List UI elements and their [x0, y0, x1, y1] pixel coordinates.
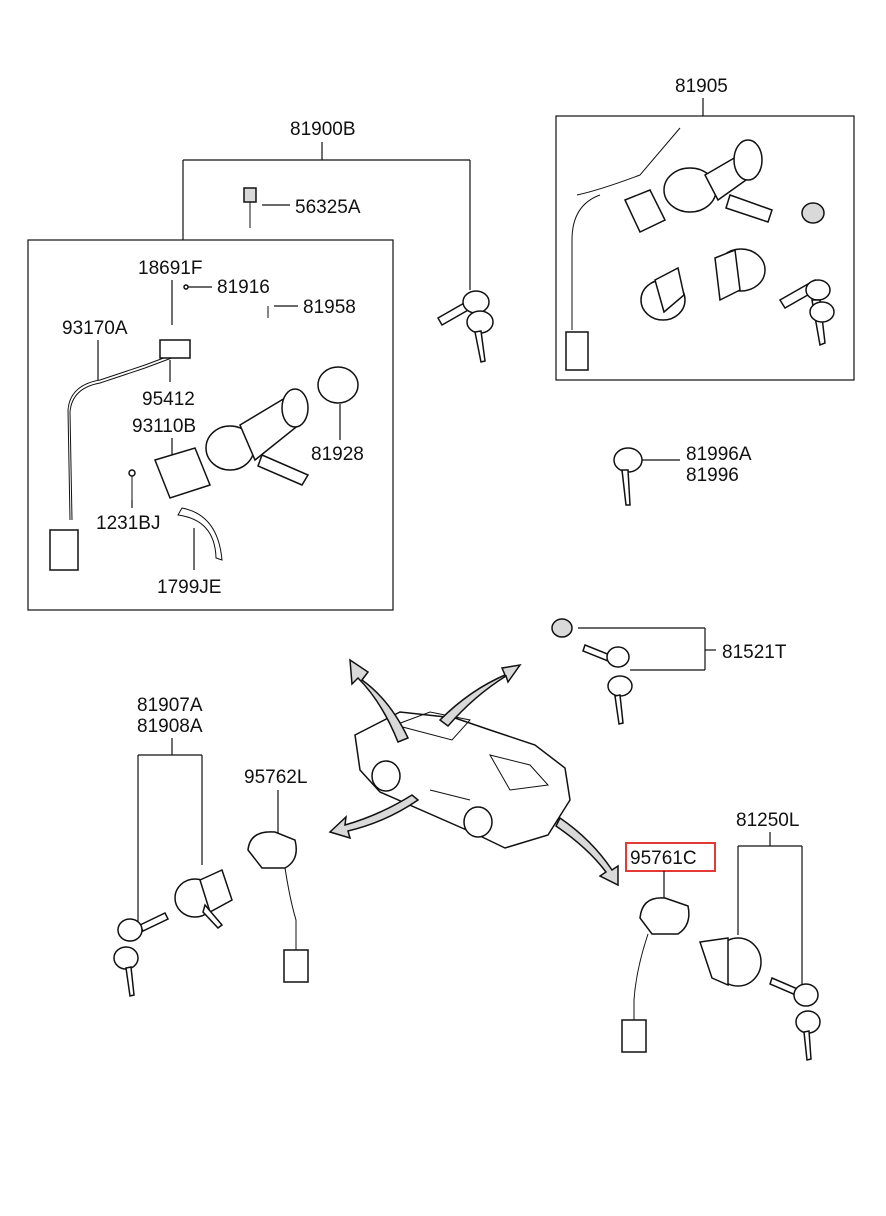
label-81250L[interactable]: 81250L [736, 810, 799, 831]
highlight-box [625, 842, 716, 872]
label-81908A[interactable]: 81908A [137, 716, 203, 737]
label-18691F[interactable]: 18691F [138, 258, 202, 279]
arrow-icon [328, 794, 420, 840]
small-cylinder-icon [801, 202, 825, 224]
key-icon [613, 447, 643, 473]
label-81996[interactable]: 81996 [686, 465, 739, 486]
group-81905: 81905 [555, 76, 855, 381]
label-81928[interactable]: 81928 [311, 444, 364, 465]
switch-head-icon [159, 339, 191, 359]
group-81907A: 81907A 81908A [113, 695, 233, 997]
connector-icon [565, 331, 589, 371]
group-81250L: 81250L [699, 810, 821, 1061]
group-81996: 81996A 81996 [613, 444, 752, 506]
key-icon [138, 912, 170, 932]
connector-icon [49, 529, 79, 571]
arrow-icon [349, 658, 410, 743]
rod-icon [725, 194, 773, 223]
label-81907A[interactable]: 81907A [137, 695, 203, 716]
label-1799JE[interactable]: 1799JE [157, 577, 221, 598]
connector-icon [283, 949, 309, 983]
connector-icon [621, 1019, 647, 1053]
label-93170A[interactable]: 93170A [62, 318, 128, 339]
label-81996A[interactable]: 81996A [686, 444, 752, 465]
car-illustration [328, 658, 619, 887]
label-95412[interactable]: 95412 [142, 389, 195, 410]
label-95761C[interactable]: 95761C [630, 848, 697, 869]
switch-housing-icon [639, 897, 690, 935]
arrow-icon [438, 663, 522, 728]
label-95762L[interactable]: 95762L [244, 767, 307, 788]
wheel-icon [463, 806, 493, 838]
kit-box-81900B [27, 239, 394, 611]
switch-body-icon [623, 189, 667, 234]
ignition-switch-icon [154, 447, 211, 499]
group-95762L: 95762L [244, 767, 309, 983]
label-81958[interactable]: 81958 [303, 297, 356, 318]
group-81900B: 81900B 56325A 18691F 81916 81958 93170A [27, 119, 494, 611]
label-81905[interactable]: 81905 [675, 76, 728, 97]
label-81916[interactable]: 81916 [217, 277, 270, 298]
small-cylinder-icon [551, 618, 573, 638]
label-93110B[interactable]: 93110B [132, 416, 196, 437]
group-95761C: 95761C [621, 842, 716, 1053]
rod-icon [257, 453, 310, 486]
arrow-icon [555, 816, 619, 887]
cap-icon [317, 366, 359, 404]
wheel-icon [371, 760, 401, 792]
clamp-band-icon [177, 507, 223, 561]
label-81521T[interactable]: 81521T [722, 642, 787, 663]
kit-box-81905 [555, 115, 855, 381]
switch-housing-icon [247, 831, 297, 869]
label-1231BJ[interactable]: 1231BJ [96, 513, 160, 534]
label-56325A[interactable]: 56325A [295, 197, 361, 218]
bolt-icon [243, 187, 257, 203]
label-81900B[interactable]: 81900B [290, 119, 356, 140]
group-81521T: 81521T [551, 618, 787, 725]
